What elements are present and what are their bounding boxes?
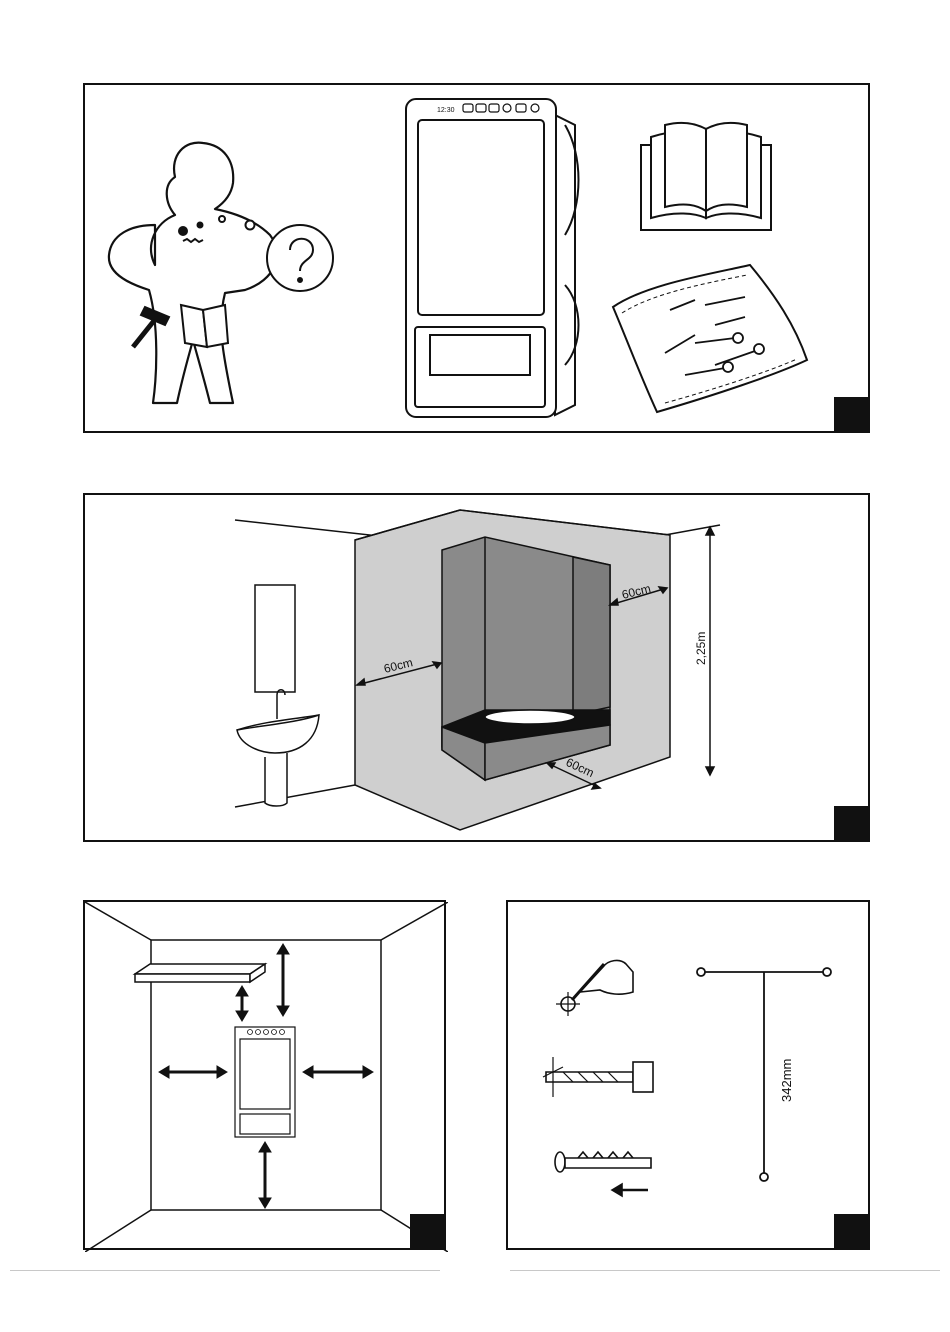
- panel-3-illustration: [85, 902, 448, 1252]
- hole-spacing-label: 342mm: [779, 1059, 794, 1102]
- svg-text:12:30: 12:30: [437, 107, 455, 114]
- step-corner-marker: [410, 1214, 444, 1248]
- person-figure: [109, 143, 277, 403]
- panel-2-illustration: 60cm 60cm 60cm 2,25m: [85, 495, 872, 844]
- panel-drilling: 342mm: [506, 900, 870, 1250]
- footer-rule-right: [510, 1270, 940, 1271]
- step-corner-marker: [834, 397, 868, 431]
- instruction-book-icon: [641, 123, 771, 230]
- panel-bathroom-zones: 60cm 60cm 60cm 2,25m: [83, 493, 870, 842]
- step-corner-marker: [834, 806, 868, 840]
- hardware-bag-icon: [613, 265, 807, 412]
- drill-bit-icon: [543, 1057, 653, 1097]
- device-outline: [235, 1027, 295, 1137]
- panel-before-you-start: 12:30: [83, 83, 870, 433]
- washbasin-illustration: [237, 585, 319, 806]
- footer-rule-left: [10, 1270, 440, 1271]
- hole-spacing-diagram: [697, 968, 831, 1181]
- dimension-height-label: 2,25m: [694, 632, 708, 665]
- panel-1-illustration: 12:30: [85, 85, 872, 435]
- manual-in-hands-icon: [181, 305, 228, 347]
- panel-4-illustration: 342mm: [508, 902, 872, 1252]
- shelf-illustration: [135, 964, 265, 982]
- mark-with-pencil-icon: [556, 960, 633, 1016]
- wall-plug-icon: [555, 1152, 651, 1196]
- panel-clearance: [83, 900, 446, 1250]
- heater-device-illustration: 12:30: [406, 99, 579, 417]
- step-corner-marker: [834, 1214, 868, 1248]
